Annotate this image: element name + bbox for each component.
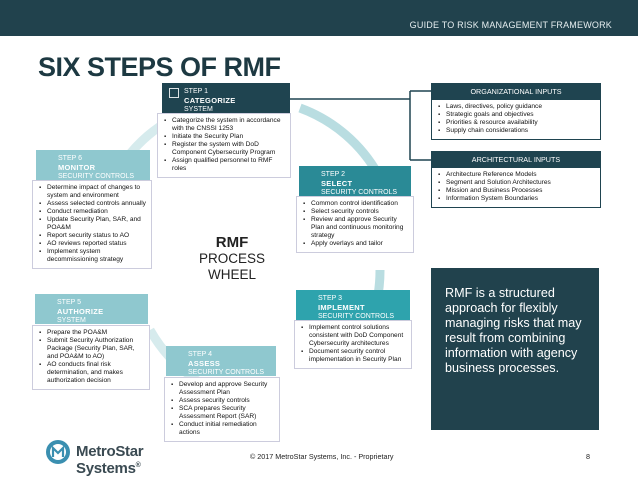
step6-header: STEP 6 MONITOR SECURITY CONTROLS <box>36 150 150 180</box>
step2-item: Apply overlays and tailor <box>302 240 408 248</box>
step4-body: Develop and approve Security Assessment … <box>164 377 280 442</box>
logo-text: MetroStar Systems® <box>76 443 144 477</box>
step6-name: MONITOR <box>58 163 96 172</box>
step4-item: SCA prepares Security Assessment Report … <box>170 405 274 421</box>
step6-item: Determine impact of changes to system an… <box>38 184 146 200</box>
step3-item: Implement control solutions consistent w… <box>300 324 406 348</box>
step6-item: Assess selected controls annually <box>38 200 146 208</box>
step4-item: Conduct initial remediation actions <box>170 421 274 437</box>
step1-item: Assign qualified personnel to RMF roles <box>163 157 285 173</box>
copyright: © 2017 MetroStar Systems, Inc. - Proprie… <box>250 452 394 461</box>
arch-input-item: Segment and Solution Architectures <box>437 179 595 187</box>
step6-item: AO reviews reported status <box>38 240 146 248</box>
step2-name: SELECT <box>321 179 353 188</box>
page-number: 8 <box>586 452 590 461</box>
step5-item: AO conducts final risk determination, an… <box>38 361 144 385</box>
step4-item: Develop and approve Security Assessment … <box>170 381 274 397</box>
company-logo: MetroStar Systems® <box>42 438 202 477</box>
step5-item: Submit Security Authorization Package (S… <box>38 337 144 361</box>
center-line2: PROCESS <box>198 251 266 266</box>
arch-inputs-body: Architecture Reference Models Segment an… <box>431 167 601 208</box>
org-input-item: Laws, directives, policy guidance <box>437 103 595 111</box>
step1-item: Categorize the system in accordance with… <box>163 117 285 133</box>
center-line1: RMF <box>215 234 249 251</box>
step5-sub: SYSTEM <box>57 317 86 324</box>
step1-header: STEP 1 CATEGORIZE SYSTEM <box>162 83 290 113</box>
step5-body: Prepare the POA&M Submit Security Author… <box>32 325 150 390</box>
step1-body: Categorize the system in accordance with… <box>157 113 291 178</box>
step1-sub: SYSTEM <box>184 106 213 113</box>
step6-item: Report security status to AO <box>38 232 146 240</box>
step2-item: Review and approve Security Plan and con… <box>302 216 408 240</box>
step3-name: IMPLEMENT <box>318 303 365 312</box>
step6-label: STEP 6 <box>58 155 82 162</box>
step2-sub: SECURITY CONTROLS <box>321 189 398 196</box>
page-title: SIX STEPS OF RMF <box>38 52 281 82</box>
step6-sub: SECURITY CONTROLS <box>58 173 135 180</box>
header-bar: GUIDE TO RISK MANAGEMENT FRAMEWORK <box>0 0 638 36</box>
metrostar-logo-icon <box>46 440 70 464</box>
step5-item: Prepare the POA&M <box>38 329 144 337</box>
step2-body: Common control identification Select sec… <box>296 196 414 253</box>
wheel-center-label: RMF PROCESS WHEEL <box>187 234 277 283</box>
step5-name: AUTHORIZE <box>57 307 104 316</box>
header-text: GUIDE TO RISK MANAGEMENT FRAMEWORK <box>409 20 612 30</box>
step2-item: Select security controls <box>302 208 408 216</box>
step3-body: Implement control solutions consistent w… <box>294 320 412 369</box>
step6-item: Conduct remediation <box>38 208 146 216</box>
rmf-definition-callout: RMF is a structured approach for flexibl… <box>431 268 599 430</box>
arch-inputs-header: ARCHITECTURAL INPUTS <box>431 151 601 167</box>
step4-item: Assess security controls <box>170 397 274 405</box>
step2-label: STEP 2 <box>321 171 345 178</box>
step6-item: Implement system decommissioning strateg… <box>38 248 146 264</box>
center-line3: WHEEL <box>207 267 256 282</box>
step3-item: Document security control implementation… <box>300 348 406 364</box>
step6-item: Update Security Plan, SAR, and POA&M <box>38 216 146 232</box>
step3-header: STEP 3 IMPLEMENT SECURITY CONTROLS <box>296 290 410 320</box>
step6-body: Determine impact of changes to system an… <box>32 180 152 269</box>
arch-input-item: Mission and Business Processes <box>437 187 595 195</box>
step2-item: Common control identification <box>302 200 408 208</box>
step2-header: STEP 2 SELECT SECURITY CONTROLS <box>299 166 411 196</box>
org-input-item: Strategic goals and objectives <box>437 111 595 119</box>
step1-item: Initiate the Security Plan <box>163 133 285 141</box>
step5-header: STEP 5 AUTHORIZE SYSTEM <box>35 294 148 324</box>
step1-icon <box>169 88 179 98</box>
step4-name: ASSESS <box>188 359 221 368</box>
step4-label: STEP 4 <box>188 351 212 358</box>
org-inputs-header: ORGANIZATIONAL INPUTS <box>431 83 601 99</box>
step3-label: STEP 3 <box>318 295 342 302</box>
org-input-item: Priorities & resource availability <box>437 119 595 127</box>
step5-label: STEP 5 <box>57 299 81 306</box>
step4-header: STEP 4 ASSESS SECURITY CONTROLS <box>166 346 276 376</box>
step3-sub: SECURITY CONTROLS <box>318 313 395 320</box>
step1-name: CATEGORIZE <box>184 96 236 105</box>
org-input-item: Supply chain considerations <box>437 127 595 135</box>
step1-label: STEP 1 <box>184 88 208 95</box>
arch-input-item: Architecture Reference Models <box>437 171 595 179</box>
arch-input-item: Information System Boundaries <box>437 195 595 203</box>
step4-sub: SECURITY CONTROLS <box>188 369 265 376</box>
org-inputs-body: Laws, directives, policy guidance Strate… <box>431 99 601 140</box>
step1-item: Register the system with DoD Component C… <box>163 141 285 157</box>
